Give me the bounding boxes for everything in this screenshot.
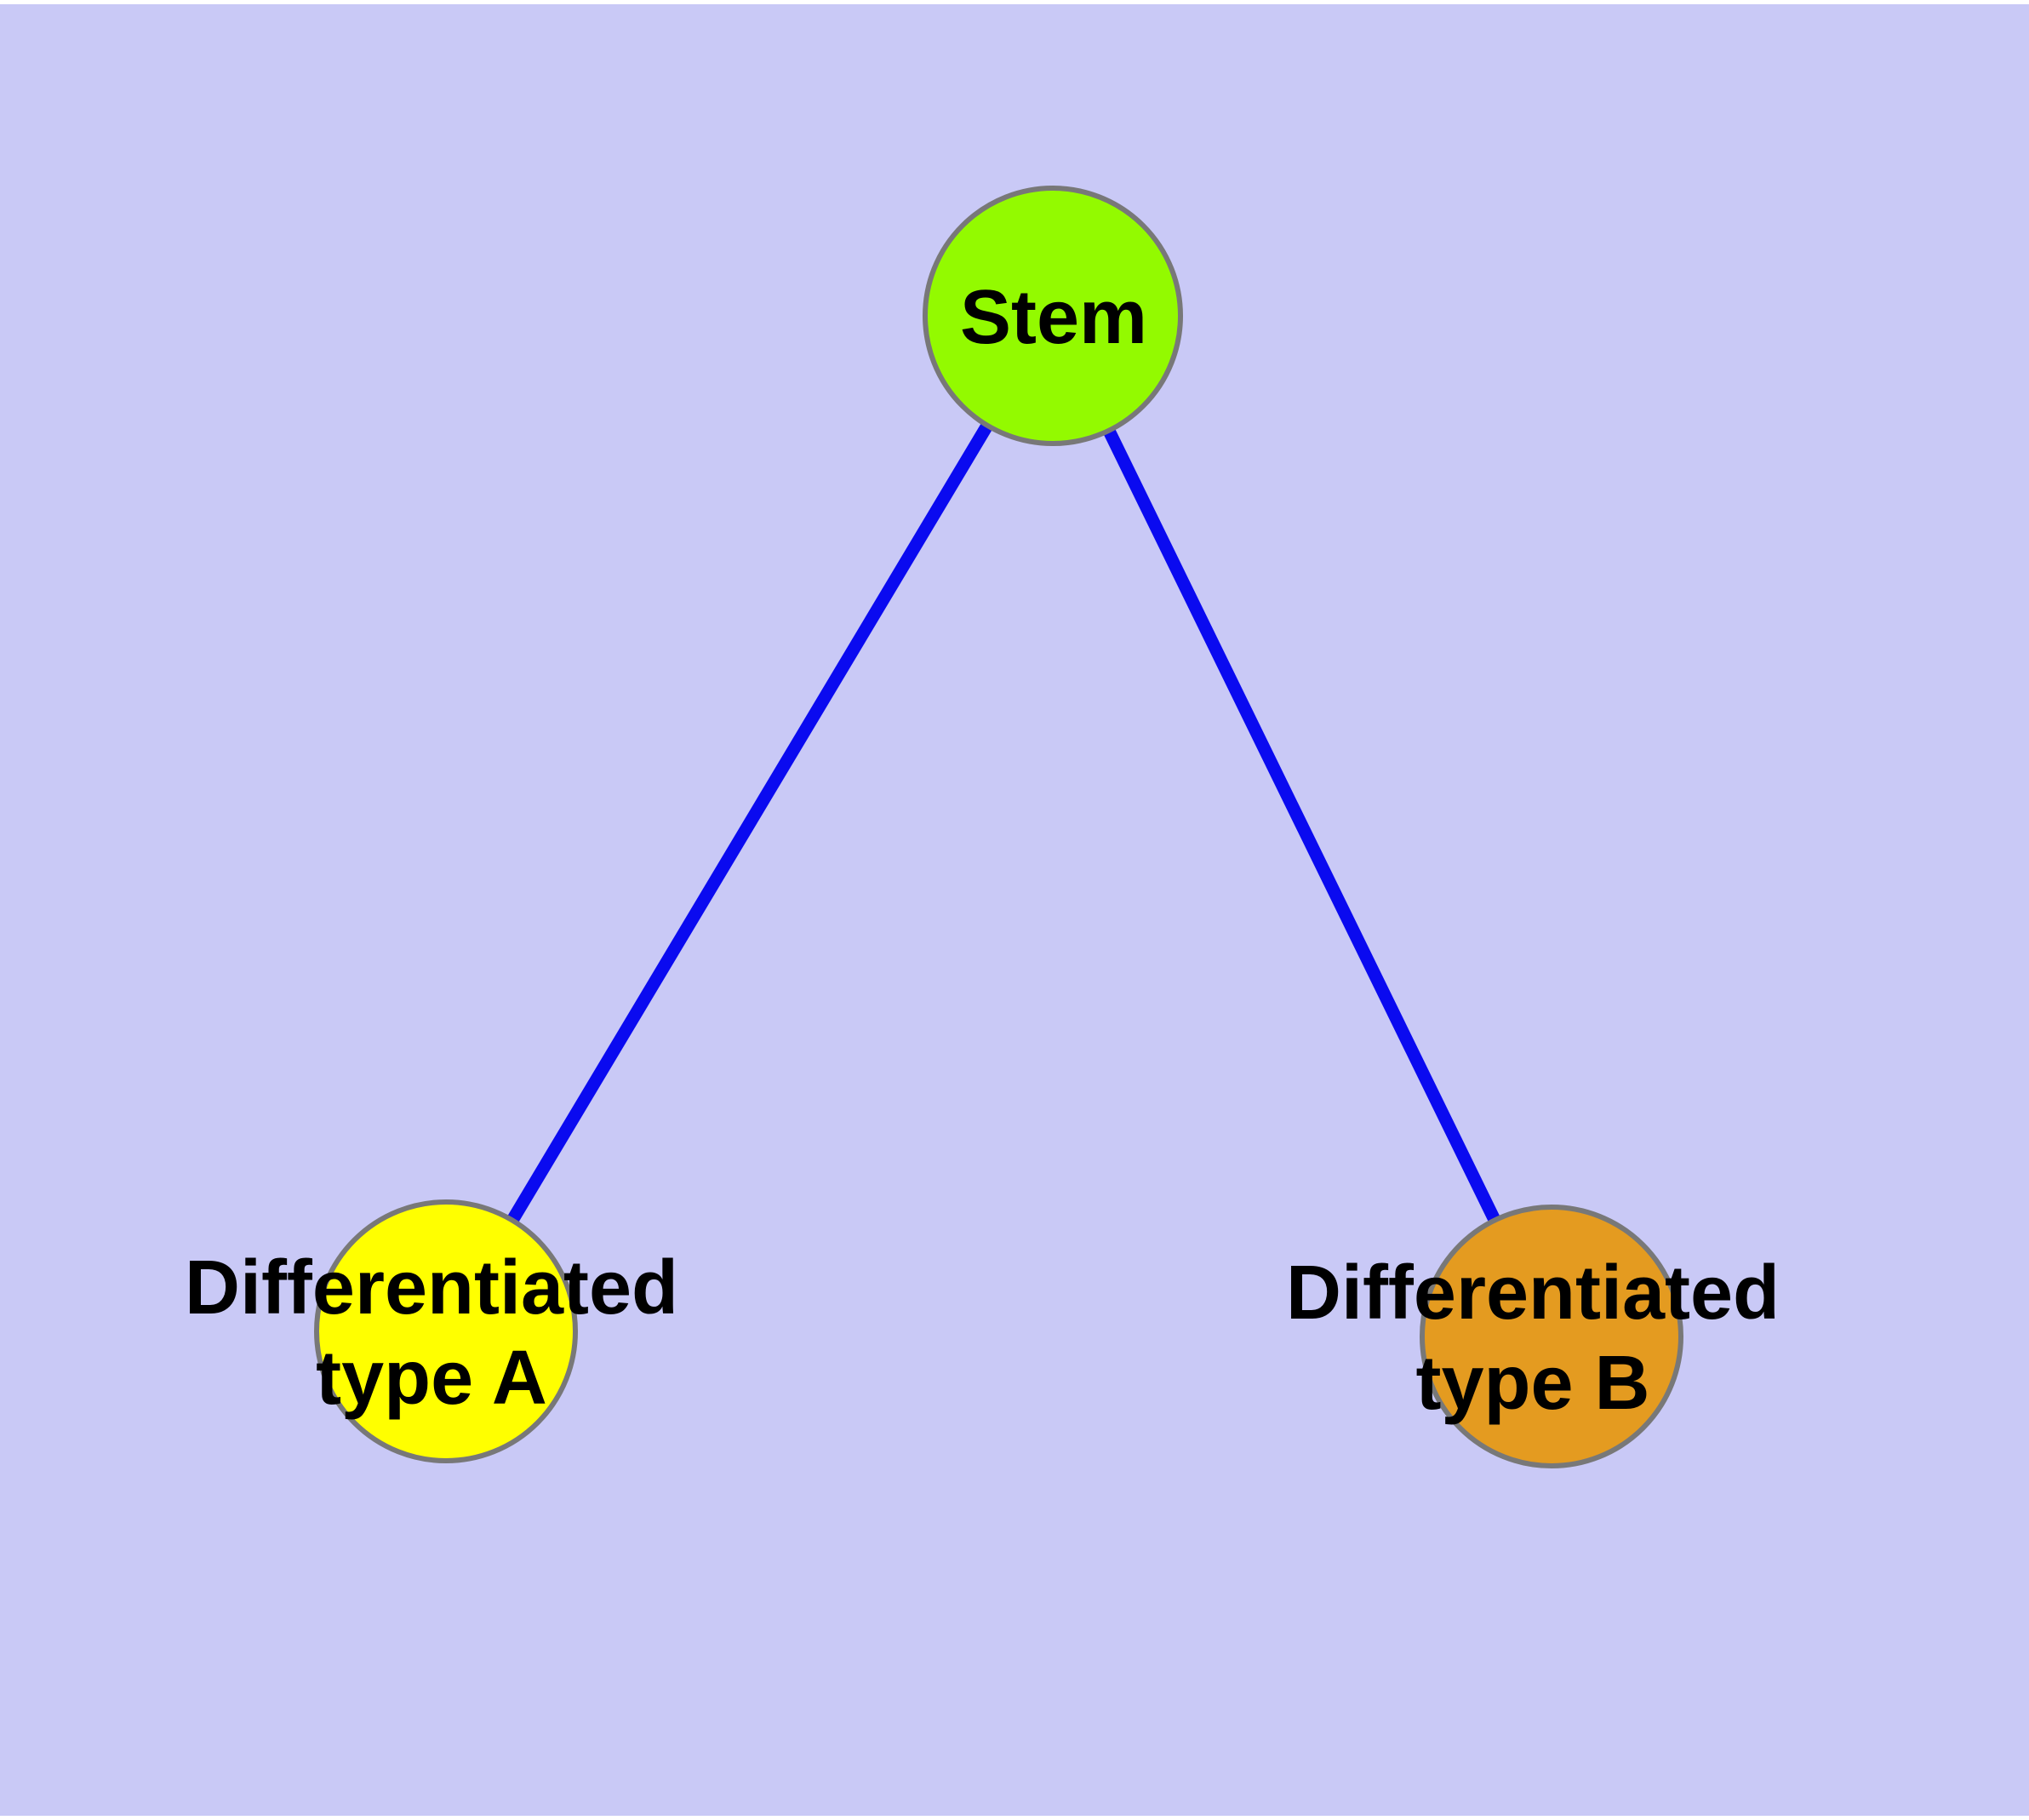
node-label-type-b-line2: type B [1415, 1341, 1649, 1426]
edge-stem-to-type-b [1047, 312, 1557, 1340]
node-stem [923, 186, 1183, 446]
edge-stem-to-type-a [440, 312, 1059, 1335]
node-label-type-b-line1: Differentiated [1286, 1251, 1780, 1336]
node-label-stem: Stem [960, 275, 1147, 360]
node-label-type-a-line2: type A [316, 1336, 547, 1421]
node-type-a [314, 1199, 578, 1463]
node-label-type-a-line1: Differentiated [185, 1245, 678, 1331]
node-type-b [1420, 1205, 1683, 1468]
